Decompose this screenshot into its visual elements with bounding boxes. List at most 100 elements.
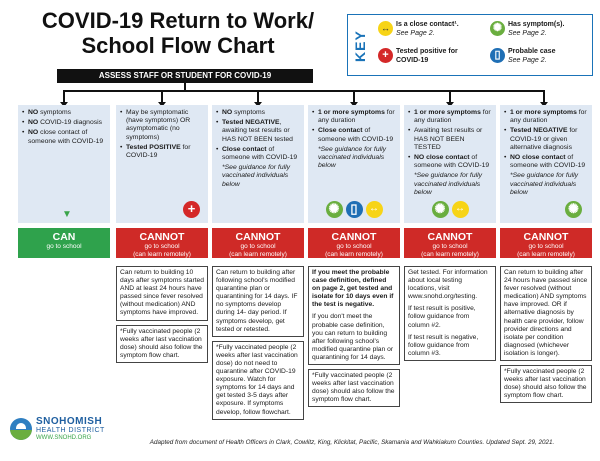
key-item-title: Probable case	[508, 48, 556, 55]
flow-arrow	[446, 90, 454, 107]
health-district-logo: SNOHOMISH HEALTH DISTRICT WWW.SNOHD.ORG	[10, 416, 105, 442]
vaccinated-guidance-note: *See guidance for fully vaccinated indiv…	[510, 172, 579, 196]
footer-note: Adapted from document of Health Officers…	[149, 439, 555, 446]
vaccinated-note-box: *Fully vaccinated people (2 weeks after …	[308, 369, 400, 408]
guidance-box: Can return to building 10 days after sym…	[116, 266, 208, 321]
has-symptoms-virus-icon: ✺	[325, 201, 343, 218]
column-4-criteria: 1 or more symptoms for any duration Clos…	[308, 105, 400, 223]
key-label: KEY	[352, 30, 368, 62]
flow-arrow	[60, 90, 68, 107]
key-item-title: Is a close contact¹.	[396, 21, 459, 28]
flow-arrow	[254, 90, 262, 107]
key-item-sub: See Page 2.	[508, 29, 547, 37]
criteria-item: Awaiting test results or HAS NOT BEEN TE…	[407, 127, 492, 152]
column-1-criteria: NO symptoms NO COVID-19 diagnosis NO clo…	[18, 105, 110, 223]
criteria-item: 1 or more symptoms for any duration	[503, 109, 588, 125]
column-3-guidance: Can return to building after following s…	[212, 266, 304, 420]
title-line-2: School Flow Chart	[81, 33, 275, 58]
key-item-positive: + Tested positive for COVID-19	[378, 48, 483, 65]
key-item-symptoms: ✺ Has symptom(s).See Page 2.	[490, 21, 588, 38]
page-title: COVID-19 Return to Work/ School Flow Cha…	[18, 8, 338, 58]
key-item-title: Has symptom(s).	[508, 21, 565, 28]
criteria-item: NO close contact of someone with COVID-1…	[21, 129, 106, 145]
status-label: CANNOT	[427, 231, 473, 243]
criteria-item: NO symptoms	[215, 109, 300, 117]
guidance-box: Get tested. For information about local …	[404, 266, 496, 361]
status-label: CANNOT	[523, 231, 569, 243]
vaccinated-guidance-note: *See guidance for fully vaccinated indiv…	[414, 172, 483, 196]
column-3-criteria: NO symptoms Tested NEGATIVE, awaiting te…	[212, 105, 304, 223]
status-sub-remote: (can learn remotely)	[421, 250, 479, 258]
logo-line-1: SNOHOMISH	[36, 416, 103, 427]
key-legend: KEY ↔ Is a close contact¹.See Page 2. ✺ …	[347, 14, 593, 76]
column-2-guidance: Can return to building 10 days after sym…	[116, 266, 208, 363]
probable-case-phone-icon: ▯	[345, 201, 363, 218]
status-label: CANNOT	[331, 231, 377, 243]
status-label: CAN	[52, 231, 76, 243]
status-cannot: CANNOT go to school (can learn remotely)	[212, 228, 304, 258]
criteria-item: Tested NEGATIVE, awaiting test results o…	[215, 119, 300, 144]
close-contact-arrow-icon: ↔	[378, 21, 393, 36]
logo-url: WWW.SNOHD.ORG	[36, 435, 92, 441]
key-item-sub: See Page 2.	[396, 29, 435, 37]
has-symptoms-virus-icon: ✺	[431, 201, 449, 218]
vaccinated-guidance-note: *See guidance for fully vaccinated indiv…	[318, 145, 387, 170]
status-can: CAN go to school	[18, 228, 110, 258]
status-sub: go to school	[432, 243, 468, 250]
key-item-sub: See Page 2.	[508, 56, 547, 64]
key-item-title: Tested positive for COVID-19	[396, 48, 458, 64]
status-sub: go to school	[528, 243, 564, 250]
title-line-1: COVID-19 Return to Work/	[41, 8, 315, 33]
status-sub-remote: (can learn remotely)	[133, 250, 191, 258]
key-item-close-contact: ↔ Is a close contact¹.See Page 2.	[378, 21, 483, 38]
flow-connector-trunk	[184, 83, 186, 91]
column-4-guidance: If you meet the probable case definition…	[308, 266, 400, 408]
criteria-item: 1 or more symptoms for any duration	[311, 109, 396, 125]
status-sub-remote: (can learn remotely)	[325, 250, 383, 258]
status-sub-remote: (can learn remotely)	[517, 250, 575, 258]
tested-positive-cross-icon: +	[378, 48, 393, 63]
assess-banner: ASSESS STAFF OR STUDENT FOR COVID-19	[57, 69, 313, 83]
has-symptoms-virus-icon: ✺	[490, 21, 505, 36]
status-label: CANNOT	[235, 231, 281, 243]
column-2-criteria: May be symptomatic (have symptoms) OR as…	[116, 105, 208, 223]
criteria-item: May be symptomatic (have symptoms) OR as…	[119, 109, 204, 142]
close-contact-arrow-icon: ↔	[365, 201, 383, 218]
has-symptoms-virus-icon: ✺	[565, 201, 582, 218]
criteria-item: Close contact of someone with COVID-19	[311, 127, 396, 143]
status-cannot: CANNOT go to school (can learn remotely)	[116, 228, 208, 258]
close-contact-arrow-icon: ↔	[451, 201, 469, 218]
criteria-item: Tested POSITIVE for COVID-19	[119, 144, 204, 160]
tested-positive-cross-icon: +	[183, 201, 200, 218]
status-sub: go to school	[240, 243, 276, 250]
guidance-box: Can return to building after following s…	[212, 266, 304, 337]
criteria-item: 1 or more symptoms for any duration	[407, 109, 492, 125]
flow-connector-line	[64, 90, 544, 92]
column-6-guidance: Can return to building after 24 hours ha…	[500, 266, 592, 404]
down-arrow-icon: ▼	[62, 208, 72, 220]
vaccinated-note-box: *Fully vaccinated people (2 weeks after …	[212, 340, 304, 420]
vaccinated-note-box: *Fully vaccinated people (2 weeks after …	[116, 324, 208, 363]
logo-line-2: HEALTH DISTRICT	[36, 427, 105, 434]
flow-arrow	[158, 90, 166, 107]
probable-case-phone-icon: ▯	[490, 48, 505, 63]
status-sub: go to school	[144, 243, 180, 250]
status-cannot: CANNOT go to school (can learn remotely)	[500, 228, 592, 258]
status-label: CANNOT	[139, 231, 185, 243]
vaccinated-guidance-note: *See guidance for fully vaccinated indiv…	[222, 164, 291, 188]
status-sub: go to school	[46, 243, 82, 250]
logo-mark-icon	[10, 418, 32, 440]
guidance-box: If you meet the probable case definition…	[308, 266, 400, 366]
criteria-item: NO close contact of someone with COVID-1…	[407, 154, 492, 170]
criteria-item: NO COVID-19 diagnosis	[21, 119, 106, 127]
flow-arrow	[540, 90, 548, 107]
column-6-criteria: 1 or more symptoms for any duration Test…	[500, 105, 592, 223]
vaccinated-note-box: *Fully vaccinated people (2 weeks after …	[500, 365, 592, 404]
status-cannot: CANNOT go to school (can learn remotely)	[308, 228, 400, 258]
guidance-box: Can return to building after 24 hours ha…	[500, 266, 592, 362]
column-5-guidance: Get tested. For information about local …	[404, 266, 496, 361]
column-5-criteria: 1 or more symptoms for any duration Awai…	[404, 105, 496, 223]
criteria-item: NO symptoms	[21, 109, 106, 117]
status-sub-remote: (can learn remotely)	[229, 250, 287, 258]
